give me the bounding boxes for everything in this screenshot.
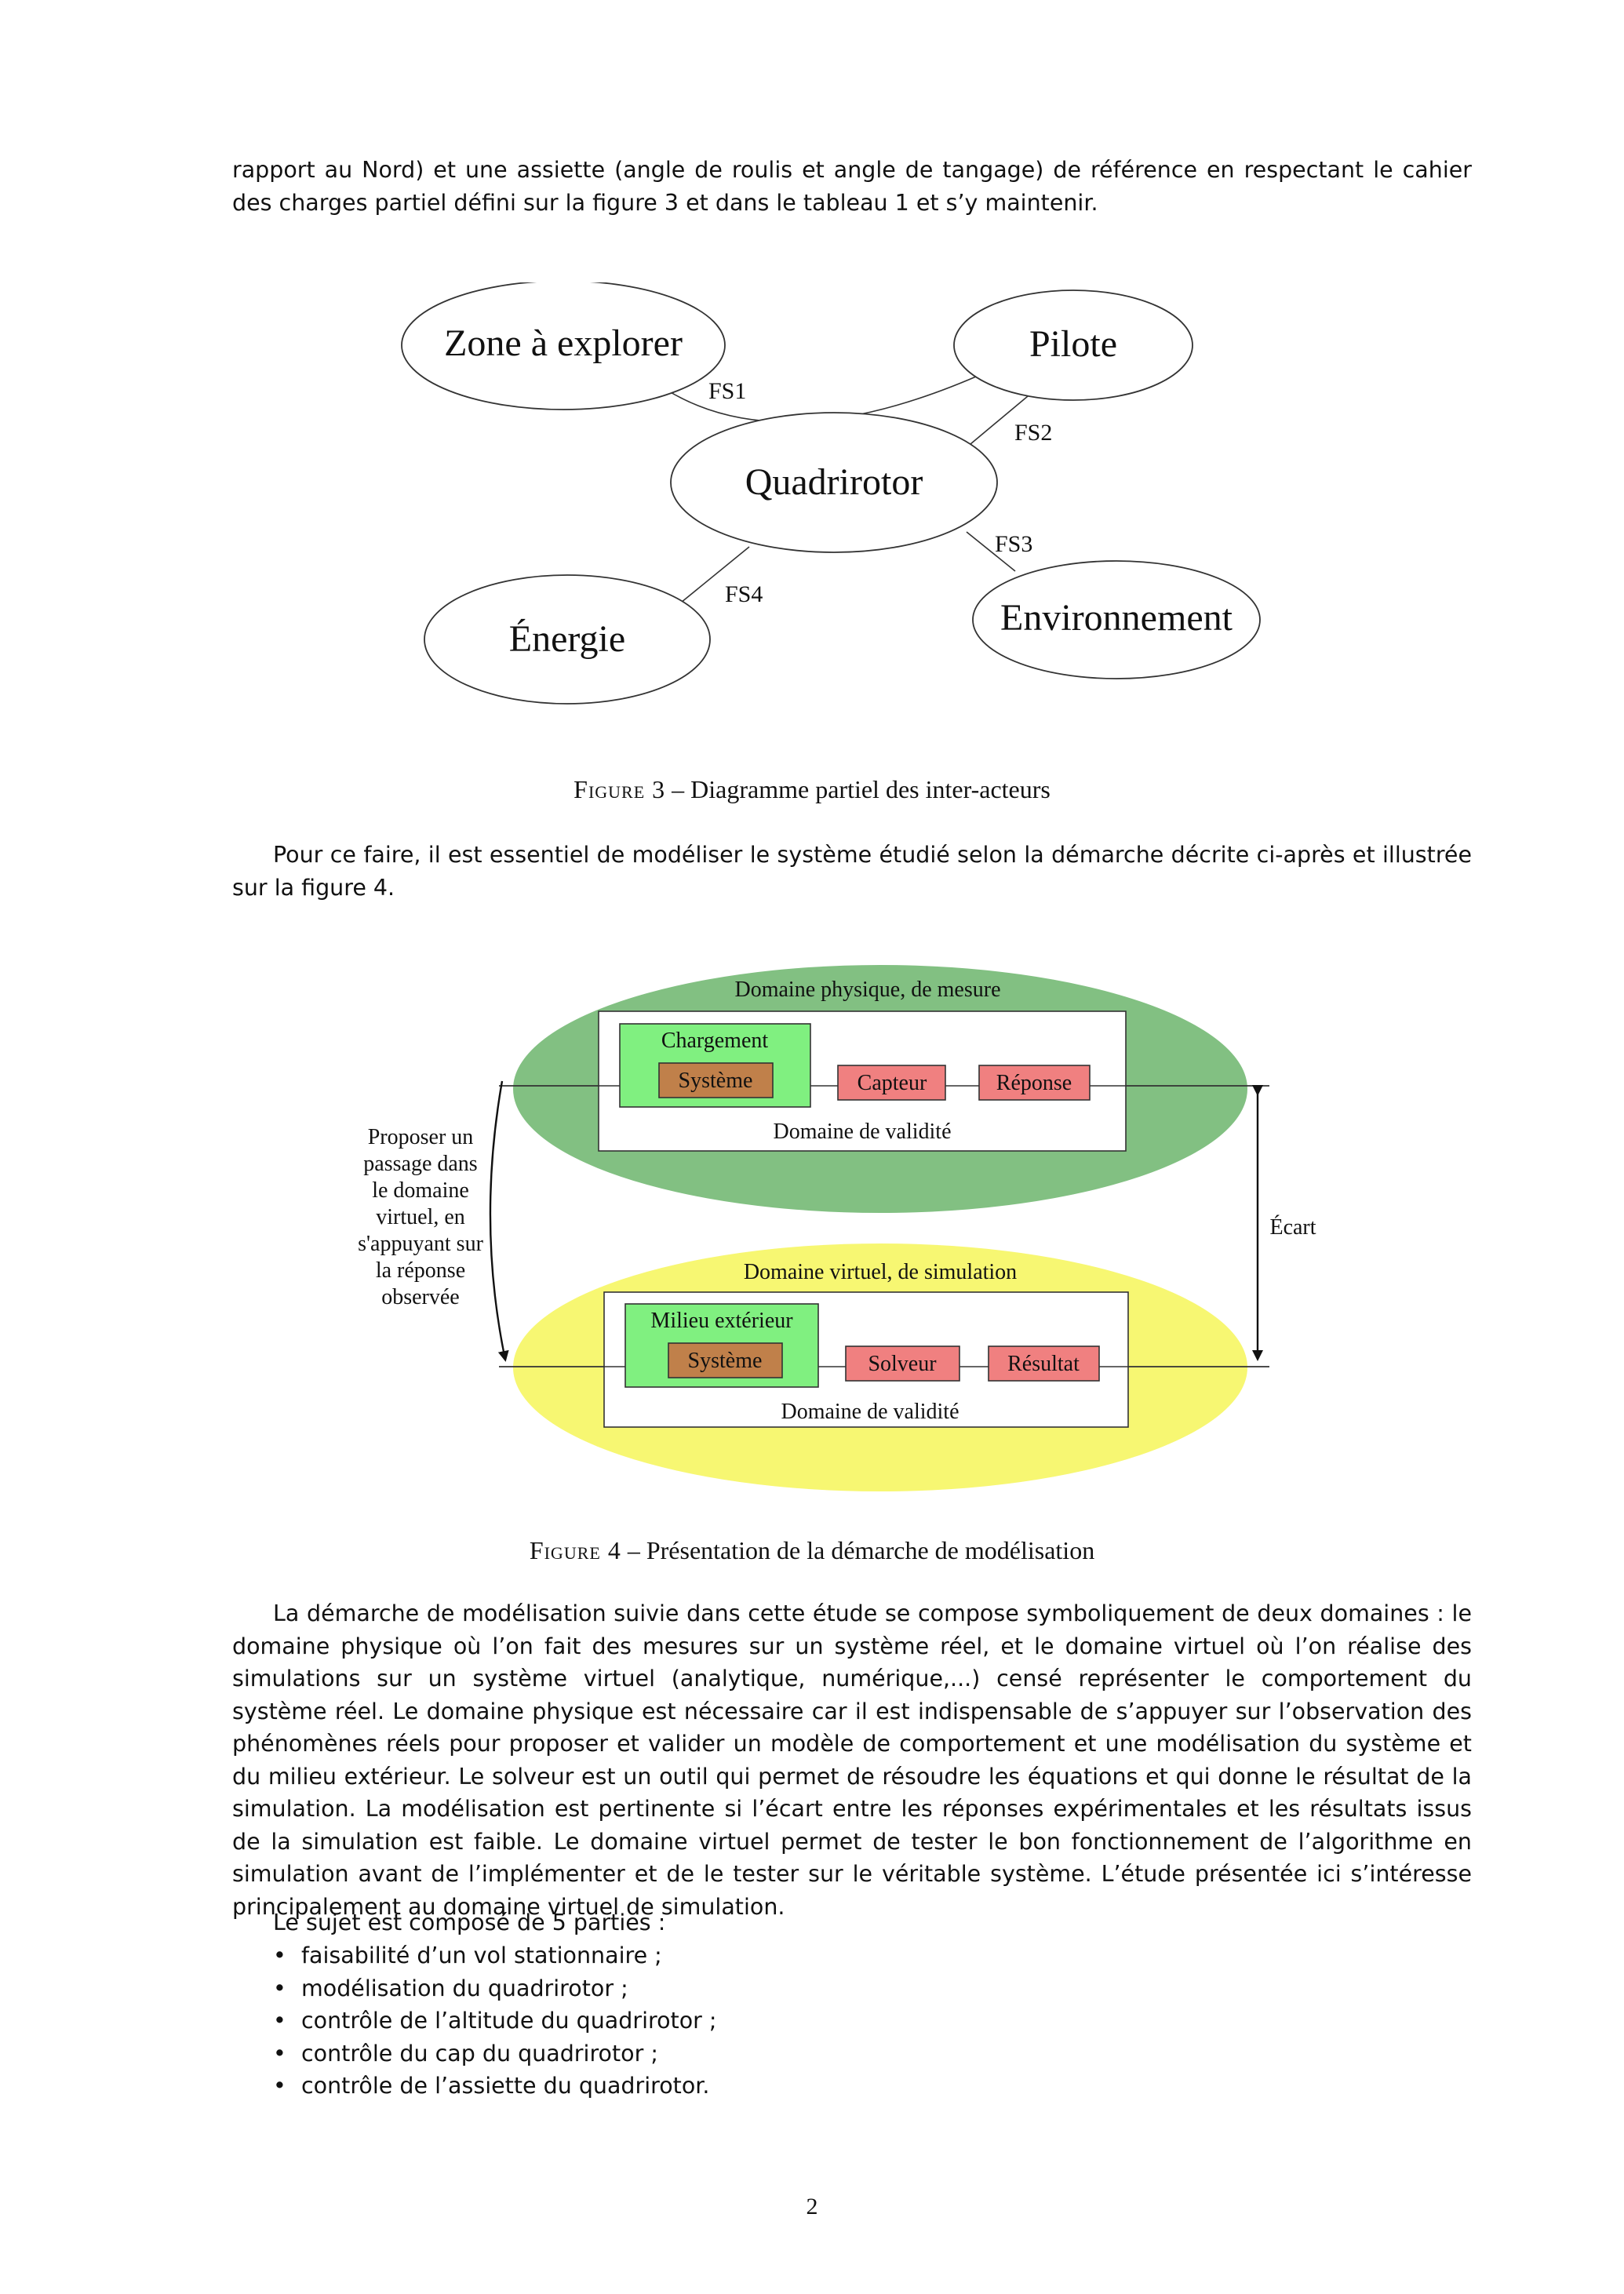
zone-label: Zone à explorer [444,322,683,364]
physical-system-label: Système [679,1069,753,1093]
paragraph-2: Pour ce faire, il est essentiel de modél… [232,842,1472,901]
zone-node [401,282,726,410]
left-note-line-6: la réponse [376,1258,465,1283]
resultat-label: Résultat [1007,1352,1080,1376]
physical-domain-title: Domaine physique, de mesure [734,978,1000,1002]
figure-4-caption: Figure 4 – Présentation de la démarche d… [0,1536,1624,1565]
capteur-block [837,1065,946,1101]
pilote-node [953,289,1193,401]
bullet: • [273,2008,286,2034]
figure-4-caption-prefix: Figure 4 [529,1536,621,1564]
energie-label: Énergie [509,618,625,660]
fs4-label: FS4 [725,581,763,607]
list-item: •faisabilité d’un vol stationnaire ; [232,1939,717,1972]
gap-label: Écart [1269,1215,1316,1240]
paragraph-3: La démarche de modélisation suivie dans … [232,1600,1472,1920]
virtual-validity-label: Domaine de validité [781,1400,959,1424]
figure-4-diagram: Domaine physique, de mesure Chargement S… [358,965,1316,1491]
virtual-domain-title: Domaine virtuel, de simulation [744,1260,1017,1284]
fs3-label: FS3 [995,531,1032,557]
pilote-label: Pilote [1029,323,1117,365]
parts-list: •faisabilité d’un vol stationnaire ; •mo… [232,1939,717,2103]
list-item: •contrôle de l’assiette du quadrirotor. [232,2070,717,2103]
bullet: • [273,1975,286,2001]
bullet: • [273,2073,286,2099]
fs1-label: FS1 [708,378,746,404]
fs2-label: FS2 [1014,420,1052,446]
chargement-label: Chargement [661,1029,769,1053]
figure-4-caption-text: – Présentation de la démarche de modélis… [621,1536,1095,1564]
fs2-link [970,391,1033,445]
intro-paragraph: rapport au Nord) et une assiette (angle … [232,157,1472,216]
left-note-line-4: virtuel, en [376,1205,465,1229]
page-number: 2 [806,2194,818,2219]
list-intro: Le sujet est composé de 5 parties : [273,1910,666,1935]
list-item: •contrôle de l’altitude du quadrirotor ; [232,2005,717,2037]
fs3-link [966,531,1016,572]
left-note-line-5: s'appuyant sur [358,1232,483,1256]
virtual-system-block [668,1342,783,1378]
environnement-label: Environnement [1000,597,1233,639]
physical-validity-label: Domaine de validité [773,1120,951,1144]
bullet: • [273,1943,286,1968]
milieu-exterieur-label: Milieu extérieur [650,1309,793,1333]
figure-3-caption-text: – Diagramme partiel des inter-acteurs [665,775,1051,803]
solveur-label: Solveur [868,1352,937,1376]
reponse-label: Réponse [996,1071,1072,1095]
capteur-label: Capteur [858,1071,927,1095]
fs4-link [680,546,750,603]
left-note-line-2: passage dans [363,1152,477,1176]
list-item: •modélisation du quadrirotor ; [232,1972,717,2005]
list-item: •contrôle du cap du quadrirotor ; [232,2037,717,2070]
quadrirotor-label: Quadrirotor [745,461,923,503]
figure-3-caption-prefix: Figure 3 [573,775,666,803]
figure-3-diagram: Zone à explorer Pilote Quadrirotor Énerg… [401,282,1261,705]
left-note-line-7: observée [381,1285,460,1309]
physical-system-block [658,1062,774,1098]
virtual-system-label: Système [688,1349,763,1373]
environnement-node [972,560,1261,679]
reponse-block [978,1065,1091,1101]
bullet: • [273,2040,286,2066]
quadrirotor-node [670,412,998,553]
energie-node [424,574,711,705]
left-note-line-1: Proposer un [368,1125,474,1149]
figure-3-caption: Figure 3 – Diagramme partiel des inter-a… [0,775,1624,804]
resultat-block [988,1345,1100,1382]
solveur-block [845,1345,960,1382]
left-note-line-3: le domaine [372,1178,469,1203]
left-curved-arrow [489,1080,509,1362]
